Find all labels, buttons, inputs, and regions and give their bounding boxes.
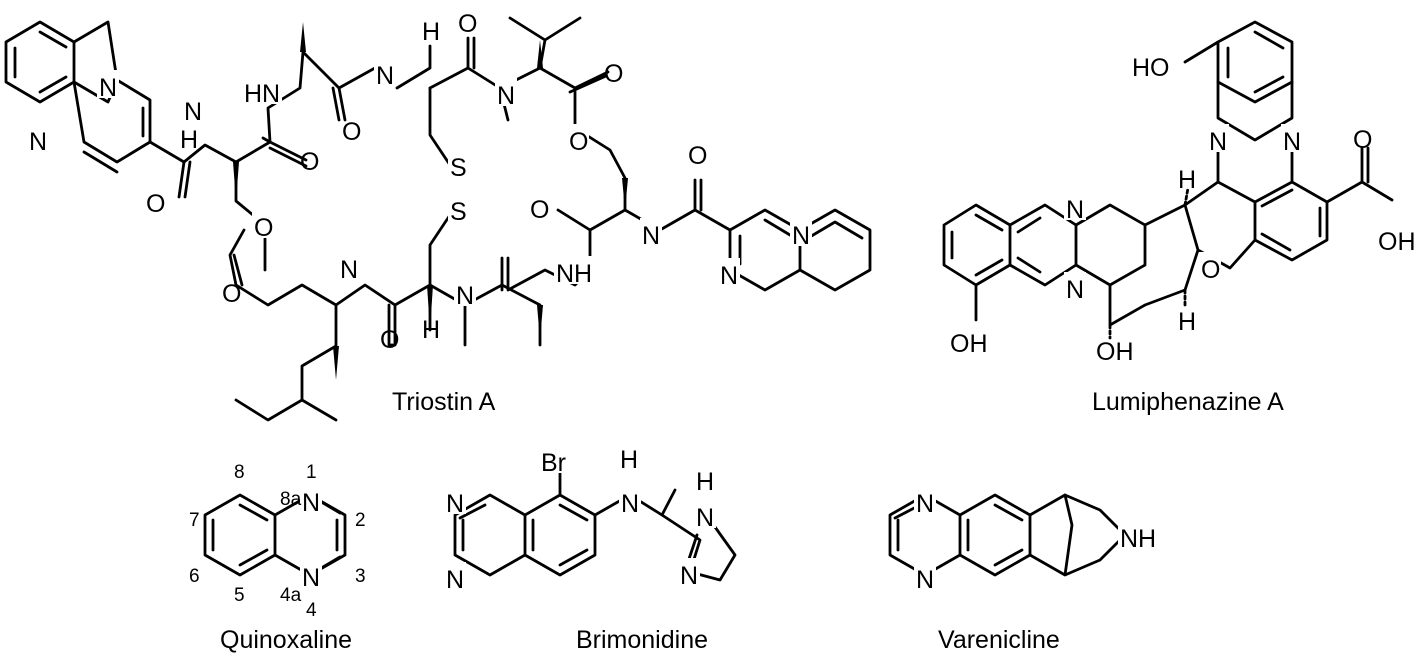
atom-nh: NH (1120, 525, 1156, 553)
atom-o: O (300, 148, 319, 176)
atom-h: H (1178, 166, 1196, 194)
atom-o: O (530, 196, 549, 224)
atom-o: O (342, 118, 361, 146)
position-4: 4 (306, 600, 317, 621)
atom-n: N (446, 490, 464, 518)
atom-n: N (642, 222, 660, 250)
caption-varenicline: Varenicline (938, 626, 1060, 654)
atom-n: N (497, 82, 515, 110)
molecule-brimonidine: Br H N N N N N H Brimonidine (444, 445, 737, 654)
caption-quinoxaline: Quinoxaline (220, 626, 352, 654)
atom-n: N (376, 62, 394, 90)
caption-triostin-a: Triostin A (392, 388, 496, 416)
atom-o: O (1201, 256, 1220, 284)
position-6: 6 (189, 566, 200, 587)
position-2: 2 (355, 510, 366, 531)
atom-oh: OH (950, 330, 988, 358)
atom-oh: OH (1378, 228, 1416, 256)
position-8a: 8a (280, 489, 302, 510)
atom-h: H (422, 316, 440, 344)
atom-h: H (422, 18, 440, 46)
atom-n4: N (302, 564, 320, 592)
atom-h: H (696, 468, 714, 496)
atom-oh: OH (1096, 338, 1134, 366)
molecule-lumiphenazine-a: HO N N H O OH N N O H OH OH Lumiphenazin… (942, 20, 1416, 416)
position-7: 7 (189, 510, 200, 531)
atom-o: O (604, 60, 623, 88)
atom-o: O (688, 142, 707, 170)
atom-br: Br (541, 449, 566, 477)
caption-lumiphenazine-a: Lumiphenazine A (1092, 388, 1284, 416)
atom-o: O (254, 214, 273, 242)
atom-ho: HO (1132, 54, 1170, 82)
atom-s: S (450, 154, 467, 182)
atom-n: N (1066, 276, 1084, 304)
position-1: 1 (306, 462, 317, 483)
atom-s: S (450, 198, 467, 226)
atom-n: N (184, 98, 202, 126)
atom-n: N (456, 282, 474, 310)
atom-n: N (792, 222, 810, 250)
atom-n: N (1209, 128, 1227, 156)
atom-h: H (1178, 308, 1196, 336)
position-3: 3 (355, 566, 366, 587)
caption-brimonidine: Brimonidine (576, 626, 708, 654)
molecule-triostin-a: N N N H HN O O O N H O N O O S S O O N O… (4, 10, 872, 422)
atom-n: N (916, 490, 934, 518)
position-4a: 4a (280, 585, 302, 606)
atom-o: O (458, 10, 477, 38)
atom-o: O (222, 280, 241, 308)
atom-n: N (680, 562, 698, 590)
atom-n: N (29, 128, 47, 156)
atom-nh: NH (556, 260, 592, 288)
atom-o: O (1353, 126, 1372, 154)
atom-n: N (621, 490, 639, 518)
molecule-varenicline: N N NH Varenicline (888, 486, 1160, 654)
molecule-quinoxaline: N N 1 2 3 4 4a 5 6 7 8 8a Quinoxaline (189, 462, 366, 654)
atom-n: N (1066, 196, 1084, 224)
atom-h: H (620, 446, 638, 474)
atom-n: N (1283, 128, 1301, 156)
atom-n: N (446, 566, 464, 594)
atom-n: N (916, 566, 934, 594)
atom-h: H (180, 126, 198, 154)
position-8: 8 (234, 462, 245, 483)
atom-n1: N (302, 489, 320, 517)
atom-n: N (99, 74, 117, 102)
atom-o: O (380, 326, 399, 354)
atom-o: O (146, 190, 165, 218)
atom-n: N (720, 262, 738, 290)
atom-n: N (340, 256, 358, 284)
atom-n: N (696, 504, 714, 532)
position-5: 5 (234, 585, 245, 606)
atom-o: O (569, 128, 588, 156)
atom-hn: HN (244, 80, 280, 108)
